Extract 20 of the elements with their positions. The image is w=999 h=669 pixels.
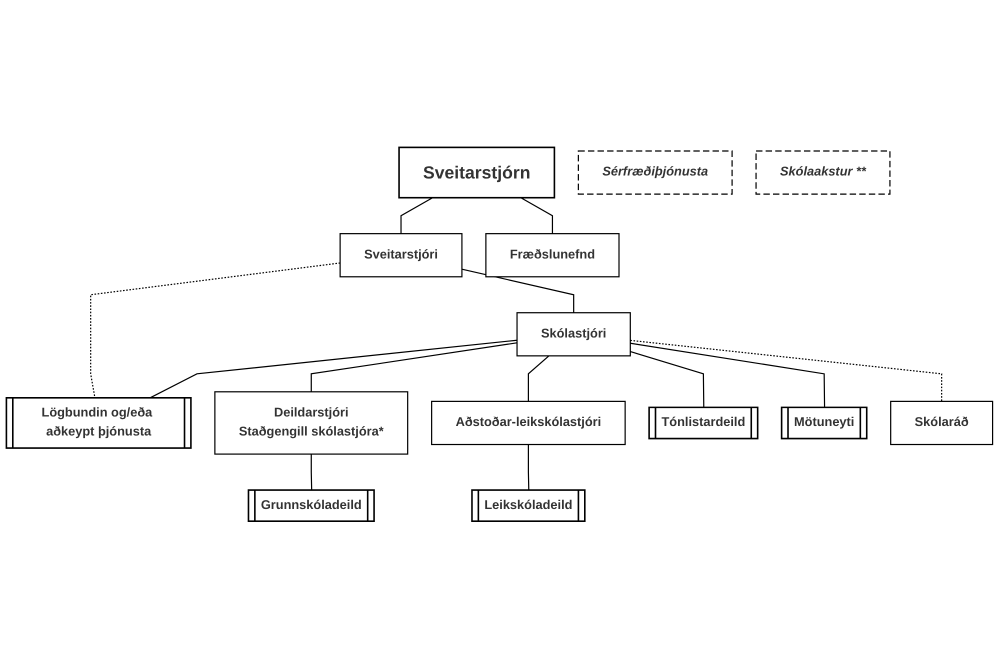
connector: [90, 262, 340, 398]
connector: [310, 454, 312, 491]
connector: [630, 342, 826, 408]
connector: [462, 268, 574, 313]
node-box: Sveitarstjórn: [398, 146, 556, 199]
node-box: Sveitarstjóri: [340, 233, 463, 278]
connector: [520, 197, 554, 234]
node-box: Aðstoðar-leikskólastjóri: [431, 400, 626, 446]
node-box: Skólaráð: [890, 400, 994, 446]
node-box: Sérfræðiþjónusta: [578, 150, 733, 195]
connector: [528, 356, 550, 402]
node-box: Fræðslunefnd: [485, 233, 620, 278]
node-box: Deildarstjóri Staðgengill skólastjóra*: [214, 391, 408, 455]
connector: [310, 342, 518, 392]
connector: [400, 197, 433, 234]
connector: [630, 340, 942, 402]
node-box: Skólastjóri: [516, 312, 631, 357]
connector: [149, 340, 518, 399]
connector: [528, 444, 530, 491]
connector: [630, 351, 704, 408]
